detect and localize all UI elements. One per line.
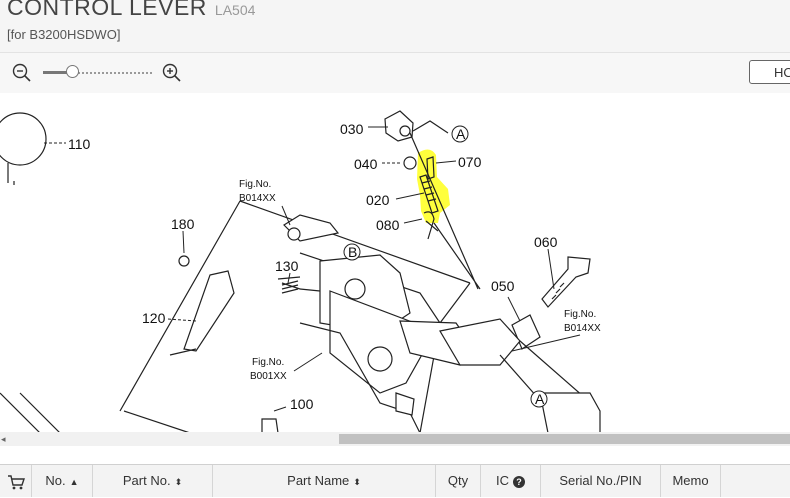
parts-diagram[interactable]: A B A 110 030 040 070 020 080 180 130 12… bbox=[0, 93, 790, 433]
fig-ref-1-label: Fig.No. bbox=[239, 179, 271, 190]
callout-120[interactable]: 120 bbox=[142, 310, 166, 326]
column-part-name[interactable]: Part Name⬍ bbox=[213, 465, 436, 497]
column-serial: Serial No./PIN bbox=[541, 465, 661, 497]
callout-110[interactable]: 110 bbox=[68, 136, 91, 152]
hotspot-button[interactable]: HO bbox=[749, 60, 790, 84]
ref-b-label: B bbox=[348, 244, 357, 260]
zoom-slider-fill bbox=[43, 71, 73, 74]
callout-080[interactable]: 080 bbox=[376, 217, 400, 233]
diagram-horizontal-scrollbar[interactable]: ◂ bbox=[0, 432, 790, 446]
scroll-left-arrow-icon[interactable]: ◂ bbox=[1, 434, 6, 444]
column-part-name-label: Part Name bbox=[287, 473, 350, 488]
zoom-out-icon[interactable] bbox=[12, 63, 32, 83]
cart-column-header[interactable] bbox=[0, 465, 32, 497]
diagram-drawing: A B A 110 030 040 070 020 080 180 130 12… bbox=[0, 110, 601, 433]
callout-070[interactable]: 070 bbox=[458, 154, 482, 170]
diagram-toolbar: HO bbox=[0, 52, 790, 94]
ref-b bbox=[343, 243, 361, 261]
fig-ref-3-label: Fig.No. bbox=[252, 357, 284, 368]
callout-050[interactable]: 050 bbox=[491, 278, 515, 294]
column-ic-label: IC bbox=[496, 473, 509, 488]
question-circle-icon[interactable]: ? bbox=[513, 475, 525, 488]
column-memo: Memo bbox=[661, 465, 721, 497]
column-memo-label: Memo bbox=[672, 473, 709, 488]
callout-100[interactable]: 100 bbox=[290, 396, 314, 412]
title-text: CONTROL LEVER bbox=[7, 0, 207, 20]
sort-icon[interactable]: ⬍ bbox=[353, 477, 361, 487]
fig-ref-1-code[interactable]: B014XX bbox=[239, 193, 276, 204]
sort-icon[interactable]: ⬍ bbox=[174, 477, 183, 487]
page-title: CONTROL LEVER LA504 bbox=[7, 0, 255, 21]
column-qty: Qty bbox=[436, 465, 481, 497]
page-header: CONTROL LEVER LA504 [for B3200HSDWO] bbox=[0, 0, 790, 52]
zoom-in-icon[interactable] bbox=[162, 63, 182, 83]
ref-a-top-label: A bbox=[456, 126, 466, 142]
callout-030[interactable]: 030 bbox=[340, 121, 364, 137]
ref-a-top bbox=[451, 125, 469, 143]
parts-table-header: No.▲ Part No.⬍ Part Name⬍ Qty IC? Serial… bbox=[0, 464, 790, 497]
ref-a-bottom-label: A bbox=[535, 391, 545, 407]
callout-180[interactable]: 180 bbox=[171, 216, 195, 232]
column-serial-label: Serial No./PIN bbox=[559, 473, 642, 488]
column-part-no-label: Part No. bbox=[122, 473, 171, 488]
fig-ref-2-code[interactable]: B014XX bbox=[564, 323, 601, 334]
column-no-label: No. bbox=[45, 473, 66, 488]
spacer bbox=[0, 446, 790, 464]
scrollbar-thumb[interactable] bbox=[339, 434, 790, 444]
column-ic: IC? bbox=[481, 465, 541, 497]
column-no[interactable]: No.▲ bbox=[32, 465, 93, 497]
illustration-code: LA504 bbox=[214, 2, 256, 18]
zoom-slider-track[interactable] bbox=[43, 72, 152, 74]
callout-040[interactable]: 040 bbox=[354, 156, 378, 172]
column-part-no[interactable]: Part No.⬍ bbox=[93, 465, 213, 497]
fig-ref-3-code[interactable]: B001XX bbox=[250, 371, 287, 382]
cart-icon[interactable] bbox=[7, 474, 25, 490]
zoom-slider-thumb[interactable] bbox=[66, 65, 79, 78]
model-subtitle: [for B3200HSDWO] bbox=[7, 27, 121, 42]
ref-a-bottom bbox=[530, 390, 548, 408]
sort-ascending-icon[interactable]: ▲ bbox=[69, 477, 79, 487]
callout-060[interactable]: 060 bbox=[534, 234, 558, 250]
column-qty-label: Qty bbox=[447, 473, 469, 488]
callout-020[interactable]: 020 bbox=[366, 192, 390, 208]
fig-ref-2-label: Fig.No. bbox=[564, 309, 596, 320]
callout-130[interactable]: 130 bbox=[275, 258, 299, 274]
